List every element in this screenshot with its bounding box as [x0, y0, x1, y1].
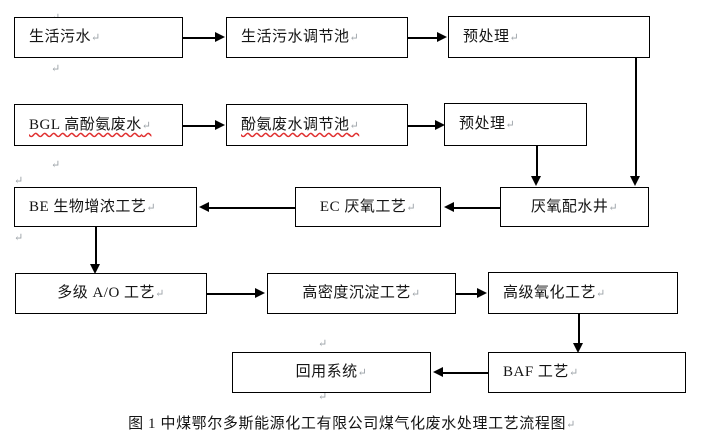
- node-reuse-system-label: 回用系统↵: [295, 364, 368, 381]
- node-high-density-settling-process-label: 高密度沉淀工艺↵: [302, 285, 421, 302]
- arrowhead-pretreatment1-to-anaerobic-well: [630, 176, 640, 186]
- node-be-bio-thickening-process[interactable]: BE 生物增浓工艺↵: [14, 187, 197, 227]
- node-pilcrow: ↵: [608, 201, 619, 214]
- arrowhead-pretreatment2-to-anaerobic-well: [531, 176, 541, 186]
- edge-advanced-oxidation-to-baf: [578, 314, 580, 344]
- node-multistage-ao-process-label: 多级 A/O 工艺↵: [57, 285, 165, 302]
- node-ec-anaerobic-process[interactable]: EC 厌氧工艺↵: [295, 187, 441, 227]
- node-pilcrow: ↵: [596, 287, 606, 300]
- arrowhead-domestic-sewage-to-regulating: [215, 32, 225, 42]
- edge-high-density-settling-to-advanced-oxidation: [456, 293, 478, 295]
- edge-domestic-sewage-to-regulating: [183, 37, 215, 39]
- node-domestic-sewage[interactable]: 生活污水↵: [14, 17, 183, 58]
- arrowhead-bgl-to-phenol-regulating: [215, 120, 225, 130]
- arrowhead-phenol-regulating-to-pretreatment2: [435, 120, 445, 130]
- edge-be-to-multistage-ao: [95, 227, 97, 265]
- node-domestic-sewage-label: 生活污水↵: [29, 29, 101, 46]
- node-high-density-settling-process[interactable]: 高密度沉淀工艺↵: [267, 273, 456, 314]
- node-baf-process[interactable]: BAF 工艺↵: [488, 352, 686, 393]
- edge-baf-to-reuse-system: [442, 372, 490, 374]
- arrowhead-baf-to-reuse-system: [433, 367, 443, 377]
- edge-anaerobic-well-to-ec: [453, 207, 501, 209]
- pilcrow-mark-row2-below: ↵: [51, 159, 61, 171]
- arrowhead-ec-to-be: [199, 202, 209, 212]
- node-pilcrow: ↵: [410, 288, 421, 301]
- arrowhead-anaerobic-well-to-ec: [444, 202, 454, 212]
- node-pretreatment-2[interactable]: 预处理↵: [444, 103, 587, 146]
- edge-phenol-regulating-to-pretreatment2: [408, 125, 436, 127]
- arrowhead-multistage-ao-to-high-density-settling: [255, 288, 265, 298]
- node-baf-process-label: BAF 工艺↵: [503, 364, 579, 381]
- node-advanced-oxidation-process-label: 高级氧化工艺↵: [503, 284, 606, 301]
- figure-caption: 图 1 中煤鄂尔多斯能源化工有限公司煤气化废水处理工艺流程图↵: [0, 412, 704, 433]
- node-pilcrow: ↵: [505, 119, 516, 132]
- node-phenol-ammonia-regulating-tank[interactable]: 酚氨废水调节池↵: [226, 104, 408, 146]
- edge-bgl-to-phenol-regulating: [183, 125, 215, 127]
- arrowhead-regulating-to-pretreatment1: [437, 32, 447, 42]
- pilcrow-mark-below-reuse: ↵: [318, 391, 328, 403]
- node-pilcrow: ↵: [349, 119, 360, 132]
- node-be-bio-thickening-process-label: BE 生物增浓工艺↵: [29, 198, 157, 215]
- arrowhead-high-density-settling-to-advanced-oxidation: [477, 288, 487, 298]
- pilcrow-mark-row3-above: ↵: [14, 175, 24, 187]
- node-reuse-system[interactable]: 回用系统↵: [232, 352, 431, 393]
- node-pilcrow: ↵: [91, 32, 101, 45]
- node-bgl-phenol-ammonia-wastewater[interactable]: BGL 高酚氨废水↵: [14, 104, 183, 146]
- pilcrow-mark-below-box1: ↵: [51, 63, 61, 75]
- pilcrow-mark-row3-below: ↵: [14, 232, 24, 244]
- node-pilcrow: ↵: [349, 32, 360, 45]
- node-pilcrow: ↵: [141, 119, 152, 132]
- node-pretreatment-1-label: 预处理↵: [463, 28, 520, 45]
- node-pretreatment-2-label: 预处理↵: [459, 116, 516, 133]
- node-ec-anaerobic-process-label: EC 厌氧工艺↵: [319, 198, 417, 215]
- node-pilcrow: ↵: [568, 367, 579, 380]
- node-pilcrow: ↵: [155, 288, 165, 301]
- edge-multistage-ao-to-high-density-settling: [207, 293, 256, 295]
- node-phenol-ammonia-regulating-tank-label: 酚氨废水调节池↵: [241, 116, 360, 133]
- edge-regulating-to-pretreatment1: [408, 37, 438, 39]
- pilcrow-mark-above-reuse: ↵: [318, 338, 328, 350]
- edge-ec-to-be: [208, 207, 296, 209]
- node-pilcrow: ↵: [509, 31, 520, 44]
- arrowhead-advanced-oxidation-to-baf: [573, 343, 583, 353]
- arrowhead-be-to-multistage-ao: [90, 264, 100, 274]
- node-domestic-regulating-tank-label: 生活污水调节池↵: [241, 29, 360, 46]
- node-multistage-ao-process[interactable]: 多级 A/O 工艺↵: [15, 273, 207, 314]
- node-bgl-phenol-ammonia-wastewater-label: BGL 高酚氨废水↵: [29, 116, 152, 133]
- node-domestic-regulating-tank[interactable]: 生活污水调节池↵: [226, 17, 408, 58]
- node-pilcrow: ↵: [357, 367, 368, 380]
- node-advanced-oxidation-process[interactable]: 高级氧化工艺↵: [488, 272, 678, 314]
- node-pilcrow: ↵: [406, 201, 417, 214]
- edge-pretreatment1-to-anaerobic-well: [635, 58, 637, 177]
- figure-caption-pilcrow: ↵: [566, 419, 576, 431]
- node-anaerobic-water-distribution-well[interactable]: 厌氧配水井↵: [500, 187, 649, 227]
- node-pilcrow: ↵: [146, 201, 157, 214]
- edge-pretreatment2-to-anaerobic-well: [536, 146, 538, 177]
- figure-caption-text: 图 1 中煤鄂尔多斯能源化工有限公司煤气化废水处理工艺流程图: [128, 416, 567, 432]
- node-anaerobic-water-distribution-well-label: 厌氧配水井↵: [530, 198, 619, 215]
- node-pretreatment-1[interactable]: 预处理↵: [448, 16, 650, 58]
